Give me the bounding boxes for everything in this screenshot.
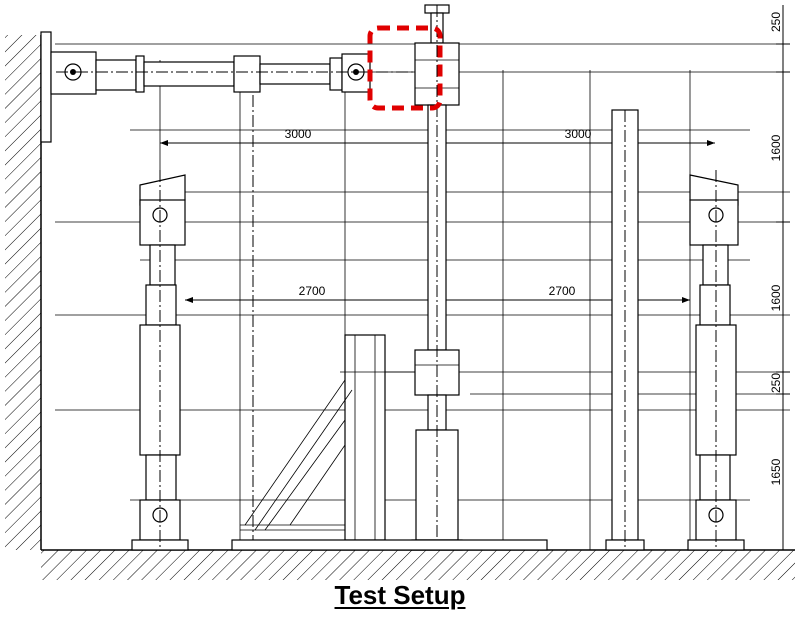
dim-right-2: 1600 (769, 134, 783, 161)
left-support-column (131, 170, 189, 551)
dim-right-3: 1600 (769, 284, 783, 311)
right-post (605, 109, 645, 551)
braced-reaction-frame (231, 334, 548, 551)
dim-right-5: 1650 (769, 458, 783, 485)
center-specimen-column (252, 4, 463, 551)
highlight-box (367, 25, 443, 111)
dim-right-1: 250 (769, 12, 783, 32)
horizontal-actuator (40, 31, 440, 143)
dim-right-4: 250 (769, 373, 783, 393)
dim-top-left: 3000 (285, 127, 312, 141)
dim-mid-right: 2700 (549, 284, 576, 298)
strong-floor (41, 550, 795, 580)
right-support-column (687, 170, 745, 551)
caption-title: Test Setup (334, 580, 466, 610)
dim-mid-left: 2700 (299, 284, 326, 298)
right-dimension-chain: 250 1600 1600 250 1650 (769, 5, 790, 551)
dim-top-right: 3000 (565, 127, 592, 141)
reaction-wall (5, 35, 41, 550)
